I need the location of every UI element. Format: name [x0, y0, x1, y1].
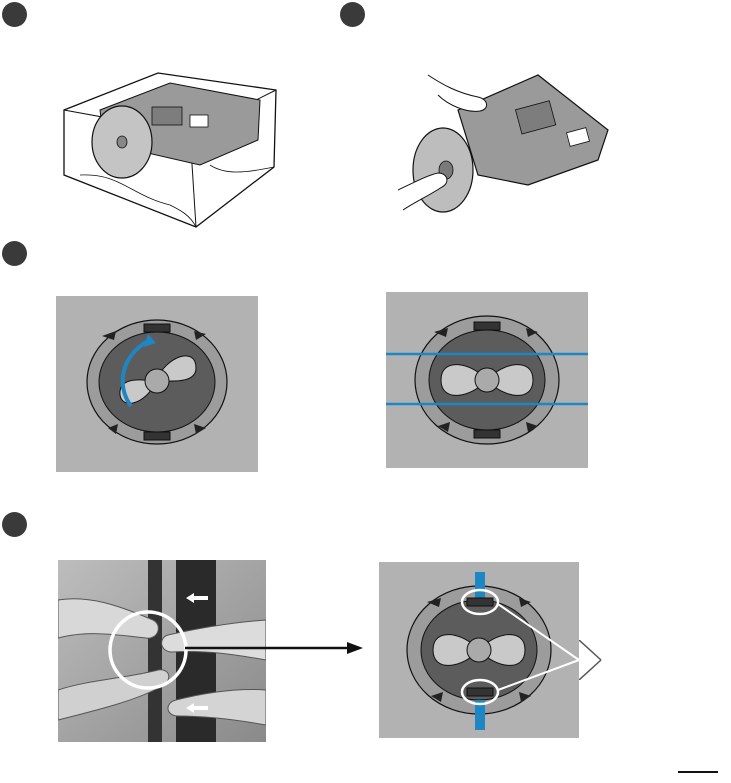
step-1-badge-icon	[2, 2, 27, 27]
stand-latch-detail-figure	[379, 562, 579, 738]
callout-lines-icon	[579, 640, 604, 680]
tv-in-packaging-figure	[60, 55, 280, 230]
stand-aligned-figure	[386, 292, 588, 468]
connector-arrow-icon	[185, 640, 365, 660]
page-footer-rule	[678, 771, 718, 773]
step-4-badge-icon	[2, 512, 27, 537]
step-2-badge-icon	[340, 2, 365, 27]
hands-lifting-stand-figure	[398, 65, 613, 225]
step-3-badge-icon	[2, 241, 27, 266]
stand-rotate-figure	[56, 296, 258, 472]
